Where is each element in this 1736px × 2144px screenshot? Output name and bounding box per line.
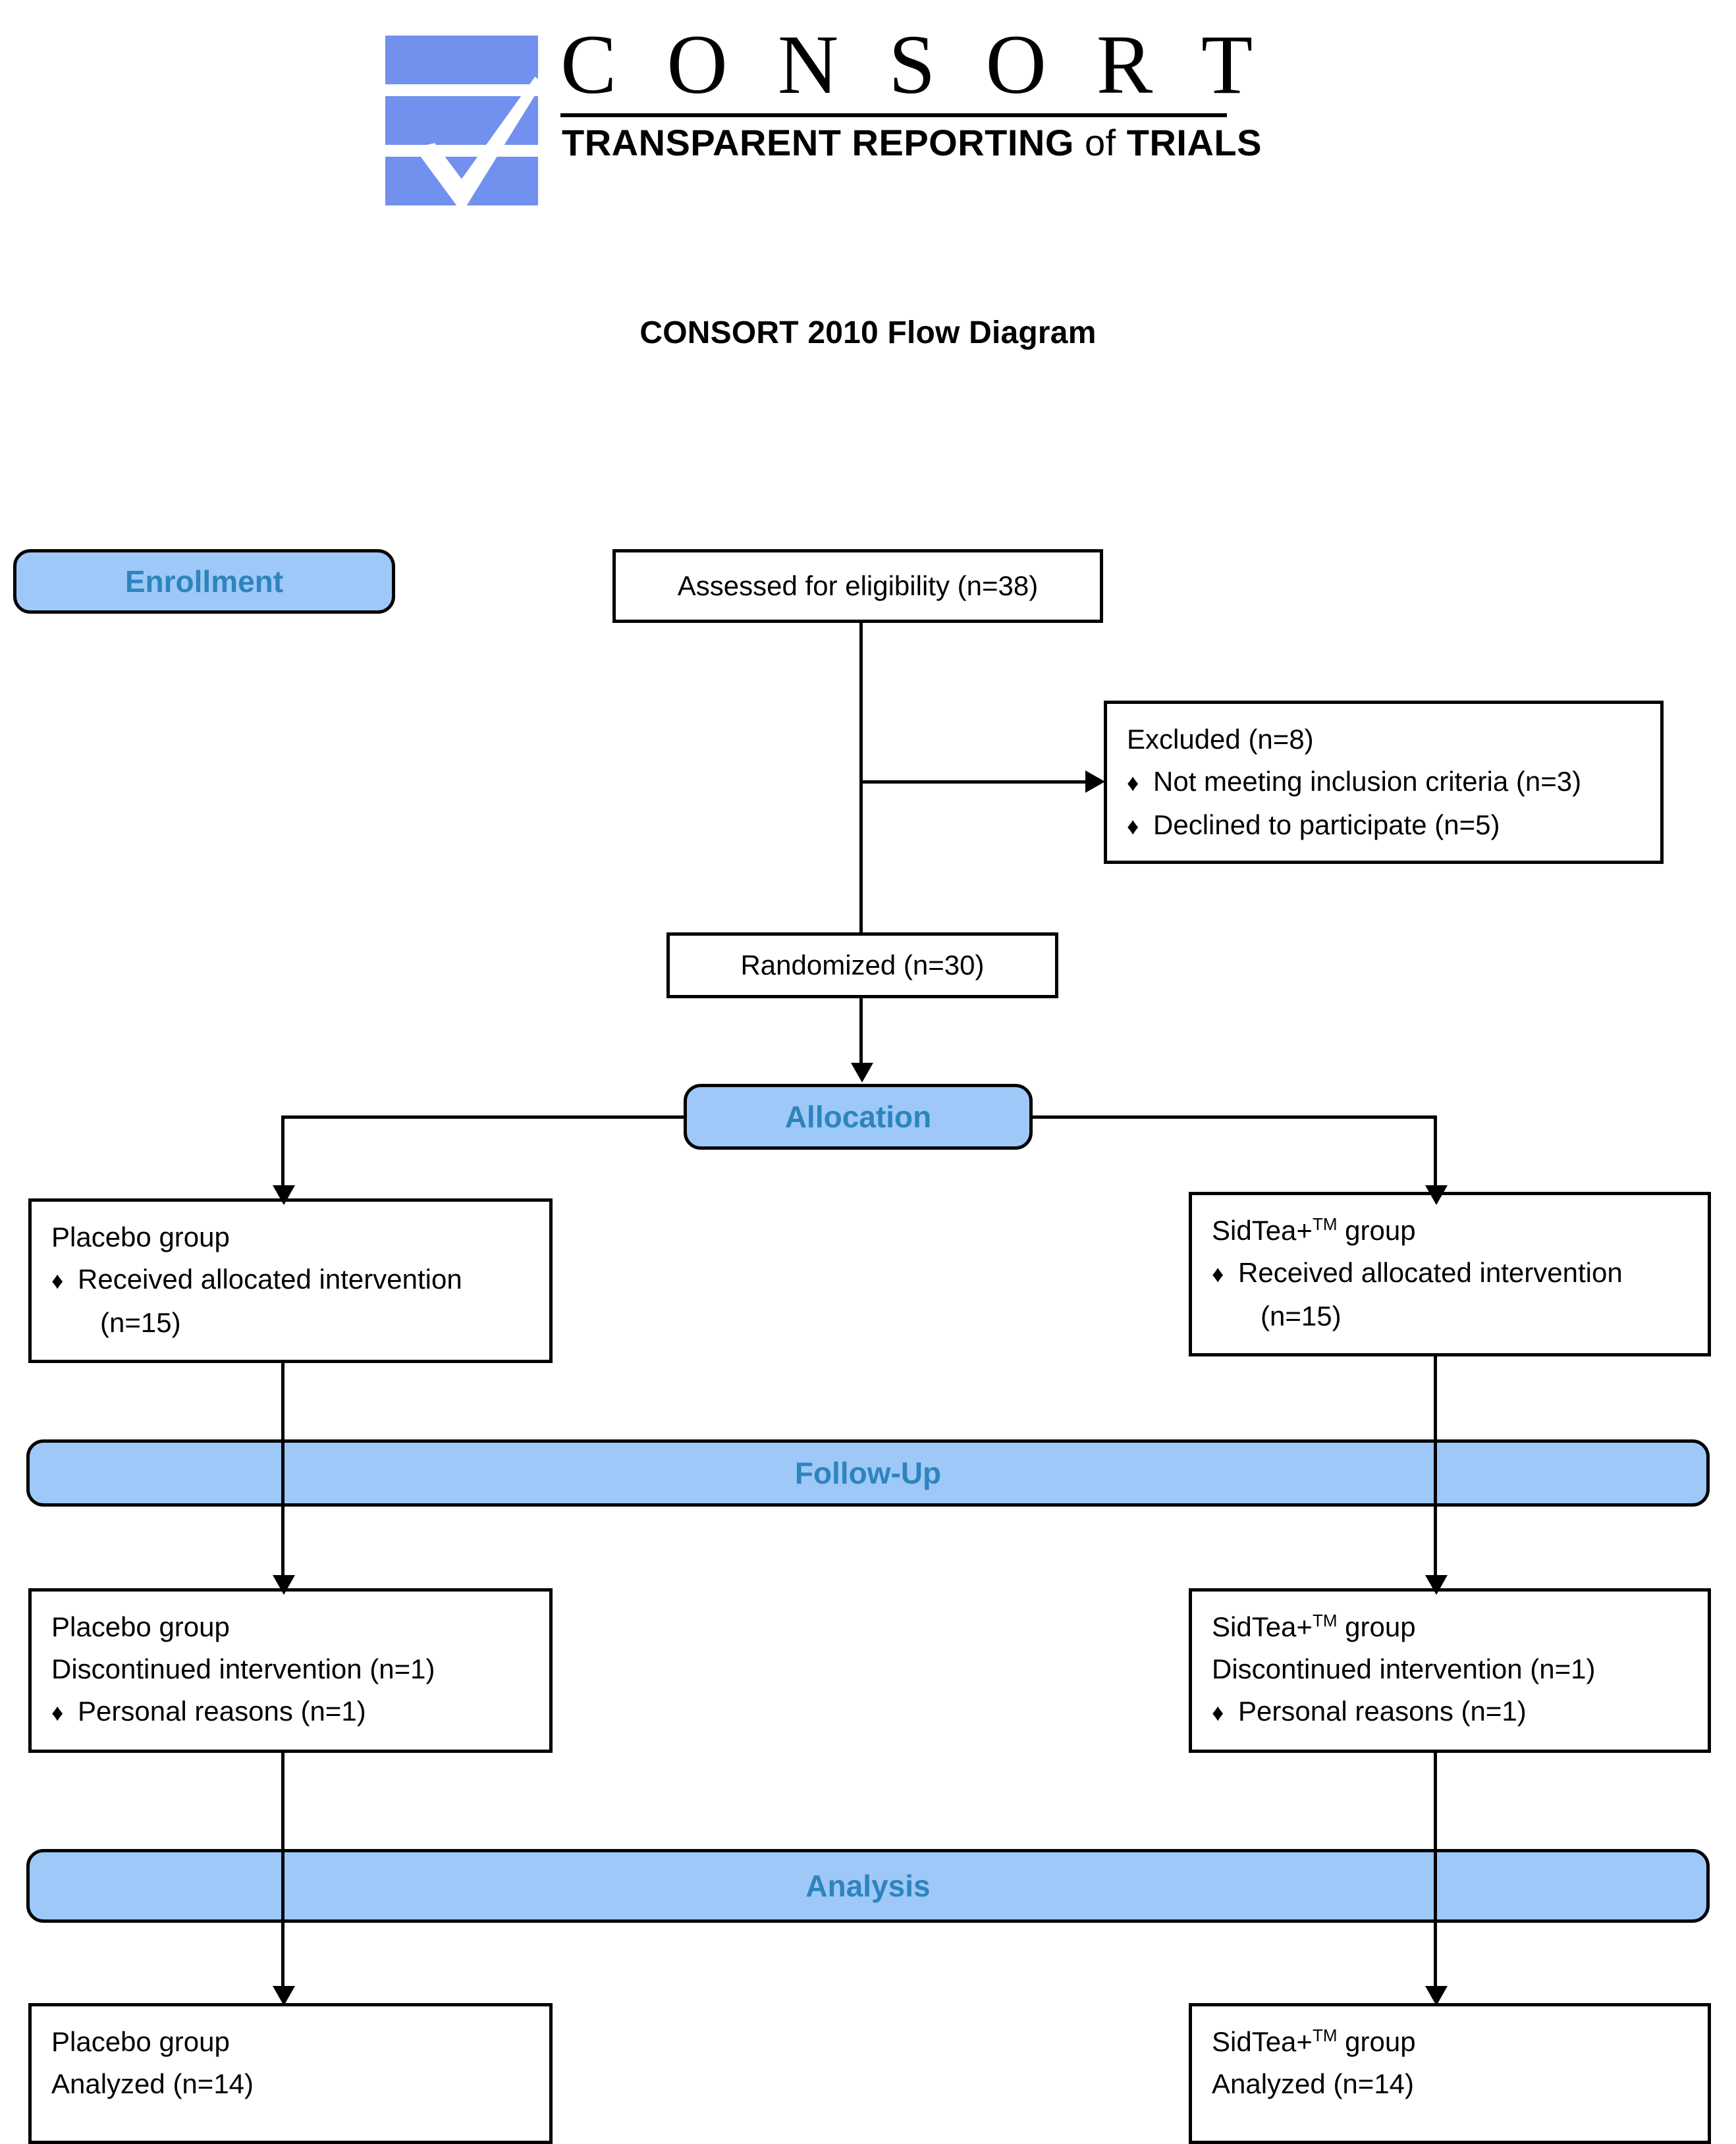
connector-randomized-to-allocation [859, 998, 863, 1072]
followup-sidtea-name: SidTea+ [1212, 1611, 1313, 1642]
connector-allocation-drop-right [1434, 1115, 1437, 1194]
logo-divider-rule [560, 113, 1227, 117]
trademark-symbol: TM [1312, 1214, 1338, 1234]
node-analysis-sidtea: SidTea+TM group Analyzed (n=14) [1189, 2003, 1711, 2144]
logo-band-bottom [385, 157, 538, 205]
analysis-placebo-heading: Placebo group [51, 2026, 230, 2057]
connector-allocation-split-right [1031, 1115, 1437, 1119]
node-excluded: Excluded (n=8) ♦ Not meeting inclusion cr… [1104, 701, 1664, 864]
analysis-sidtea-suffix: group [1337, 2026, 1416, 2057]
consort-tagline: TRANSPARENT REPORTING of TRIALS [555, 122, 1261, 163]
followup-placebo-item-text: Personal reasons (n=1) [78, 1696, 366, 1727]
node-assessed-for-eligibility: Assessed for eligibility (n=38) [612, 549, 1103, 623]
assessed-text: Assessed for eligibility (n=38) [677, 570, 1039, 601]
randomized-text: Randomized (n=30) [740, 950, 985, 980]
consort-logo-mark-icon [385, 36, 543, 206]
allocation-sidtea-heading: SidTea+TM group [1212, 1210, 1708, 1252]
node-allocation-placebo: Placebo group ♦ Received allocated interv… [28, 1198, 553, 1363]
arrow-sidtea-to-followup-icon [1425, 1575, 1448, 1595]
allocation-sidtea-item-text: Received allocated intervention [1238, 1257, 1623, 1288]
connector-assessed-to-randomized [859, 623, 863, 932]
connector-placebo-alloc-to-followup [281, 1363, 285, 1584]
phase-banner-allocation: Allocation [684, 1084, 1033, 1150]
followup-sidtea-item-text: Personal reasons (n=1) [1238, 1696, 1527, 1727]
followup-sidtea-suffix: group [1337, 1611, 1416, 1642]
arrow-sidtea-to-analysis-icon [1425, 1986, 1448, 2006]
followup-sidtea-line2: Discontinued intervention (n=1) [1212, 1653, 1596, 1684]
followup-placebo-bullet: ♦ [51, 1699, 64, 1726]
allocation-placebo-count-text: (n=15) [100, 1307, 181, 1338]
tagline-of: of [1073, 122, 1127, 163]
excluded-bullet-1: ♦ [1127, 813, 1139, 840]
followup-sidtea-item: ♦ Personal reasons (n=1) [1212, 1690, 1708, 1734]
consort-logo: C O N S O R T TRANSPARENT REPORTING of T… [385, 18, 1268, 216]
excluded-item-1-text: Declined to participate (n=5) [1153, 809, 1500, 840]
arrow-to-excluded-icon [1085, 770, 1105, 793]
arrow-placebo-to-followup-icon [273, 1575, 295, 1595]
allocation-placebo-count: (n=15) [51, 1302, 549, 1344]
excluded-item-1: ♦ Declined to participate (n=5) [1127, 804, 1660, 847]
node-allocation-sidtea: SidTea+TM group ♦ Received allocated inte… [1189, 1192, 1711, 1356]
logo-band-middle [385, 96, 538, 145]
allocation-placebo-item: ♦ Received allocated intervention [51, 1258, 549, 1302]
consort-wordmark-text: C O N S O R T [560, 18, 1268, 111]
allocation-sidtea-count-text: (n=15) [1261, 1300, 1342, 1331]
node-analysis-placebo: Placebo group Analyzed (n=14) [28, 2003, 553, 2144]
allocation-sidtea-name: SidTea+ [1212, 1215, 1313, 1246]
arrow-randomized-to-allocation-icon [851, 1063, 873, 1083]
allocation-sidtea-count: (n=15) [1212, 1295, 1708, 1337]
tagline-pre: TRANSPARENT REPORTING [562, 122, 1074, 163]
analysis-placebo-line2: Analyzed (n=14) [51, 2068, 254, 2099]
logo-band-top [385, 36, 538, 84]
allocation-sidtea-item: ♦ Received allocated intervention [1212, 1252, 1708, 1295]
connector-to-excluded [859, 780, 1087, 784]
phase-banner-analysis: Analysis [26, 1849, 1710, 1923]
followup-placebo-line2: Discontinued intervention (n=1) [51, 1653, 435, 1684]
connector-placebo-followup-to-analysis [281, 1753, 285, 1995]
connector-allocation-split-left [281, 1115, 685, 1119]
phase-banner-enrollment: Enrollment [13, 549, 395, 614]
connector-allocation-drop-left [281, 1115, 285, 1194]
consort-wordmark: C O N S O R T TRANSPARENT REPORTING of T… [555, 18, 1268, 163]
analysis-sidtea-line2: Analyzed (n=14) [1212, 2068, 1415, 2099]
followup-sidtea-bullet: ♦ [1212, 1699, 1224, 1726]
allocation-placebo-item-text: Received allocated intervention [78, 1264, 462, 1295]
node-randomized: Randomized (n=30) [666, 932, 1058, 998]
arrow-allocation-right-icon [1425, 1185, 1448, 1205]
arrow-placebo-to-analysis-icon [273, 1986, 295, 2006]
arrow-allocation-left-icon [273, 1185, 295, 1205]
excluded-item-0: ♦ Not meeting inclusion criteria (n=3) [1127, 761, 1660, 804]
trademark-symbol: TM [1312, 1611, 1338, 1630]
allocation-placebo-bullet: ♦ [51, 1267, 64, 1294]
page-title: CONSORT 2010 Flow Diagram [639, 315, 1097, 350]
allocation-sidtea-suffix: group [1337, 1215, 1416, 1246]
excluded-heading: Excluded (n=8) [1127, 724, 1314, 755]
followup-sidtea-heading: SidTea+TM group [1212, 1606, 1708, 1648]
connector-sidtea-followup-to-analysis [1434, 1753, 1437, 1995]
analysis-sidtea-heading: SidTea+TM group [1212, 2021, 1708, 2063]
node-followup-sidtea: SidTea+TM group Discontinued interventio… [1189, 1588, 1711, 1753]
excluded-bullet-0: ♦ [1127, 769, 1139, 796]
allocation-placebo-heading: Placebo group [51, 1221, 230, 1252]
node-followup-placebo: Placebo group Discontinued intervention … [28, 1588, 553, 1753]
phase-banner-followup: Follow-Up [26, 1439, 1710, 1507]
analysis-sidtea-name: SidTea+ [1212, 2026, 1313, 2057]
followup-placebo-heading: Placebo group [51, 1611, 230, 1642]
excluded-item-0-text: Not meeting inclusion criteria (n=3) [1153, 766, 1582, 797]
allocation-sidtea-bullet: ♦ [1212, 1260, 1224, 1287]
tagline-post: TRIALS [1126, 122, 1262, 163]
trademark-symbol: TM [1312, 2025, 1338, 2045]
connector-sidtea-alloc-to-followup [1434, 1356, 1437, 1584]
followup-placebo-item: ♦ Personal reasons (n=1) [51, 1690, 549, 1734]
